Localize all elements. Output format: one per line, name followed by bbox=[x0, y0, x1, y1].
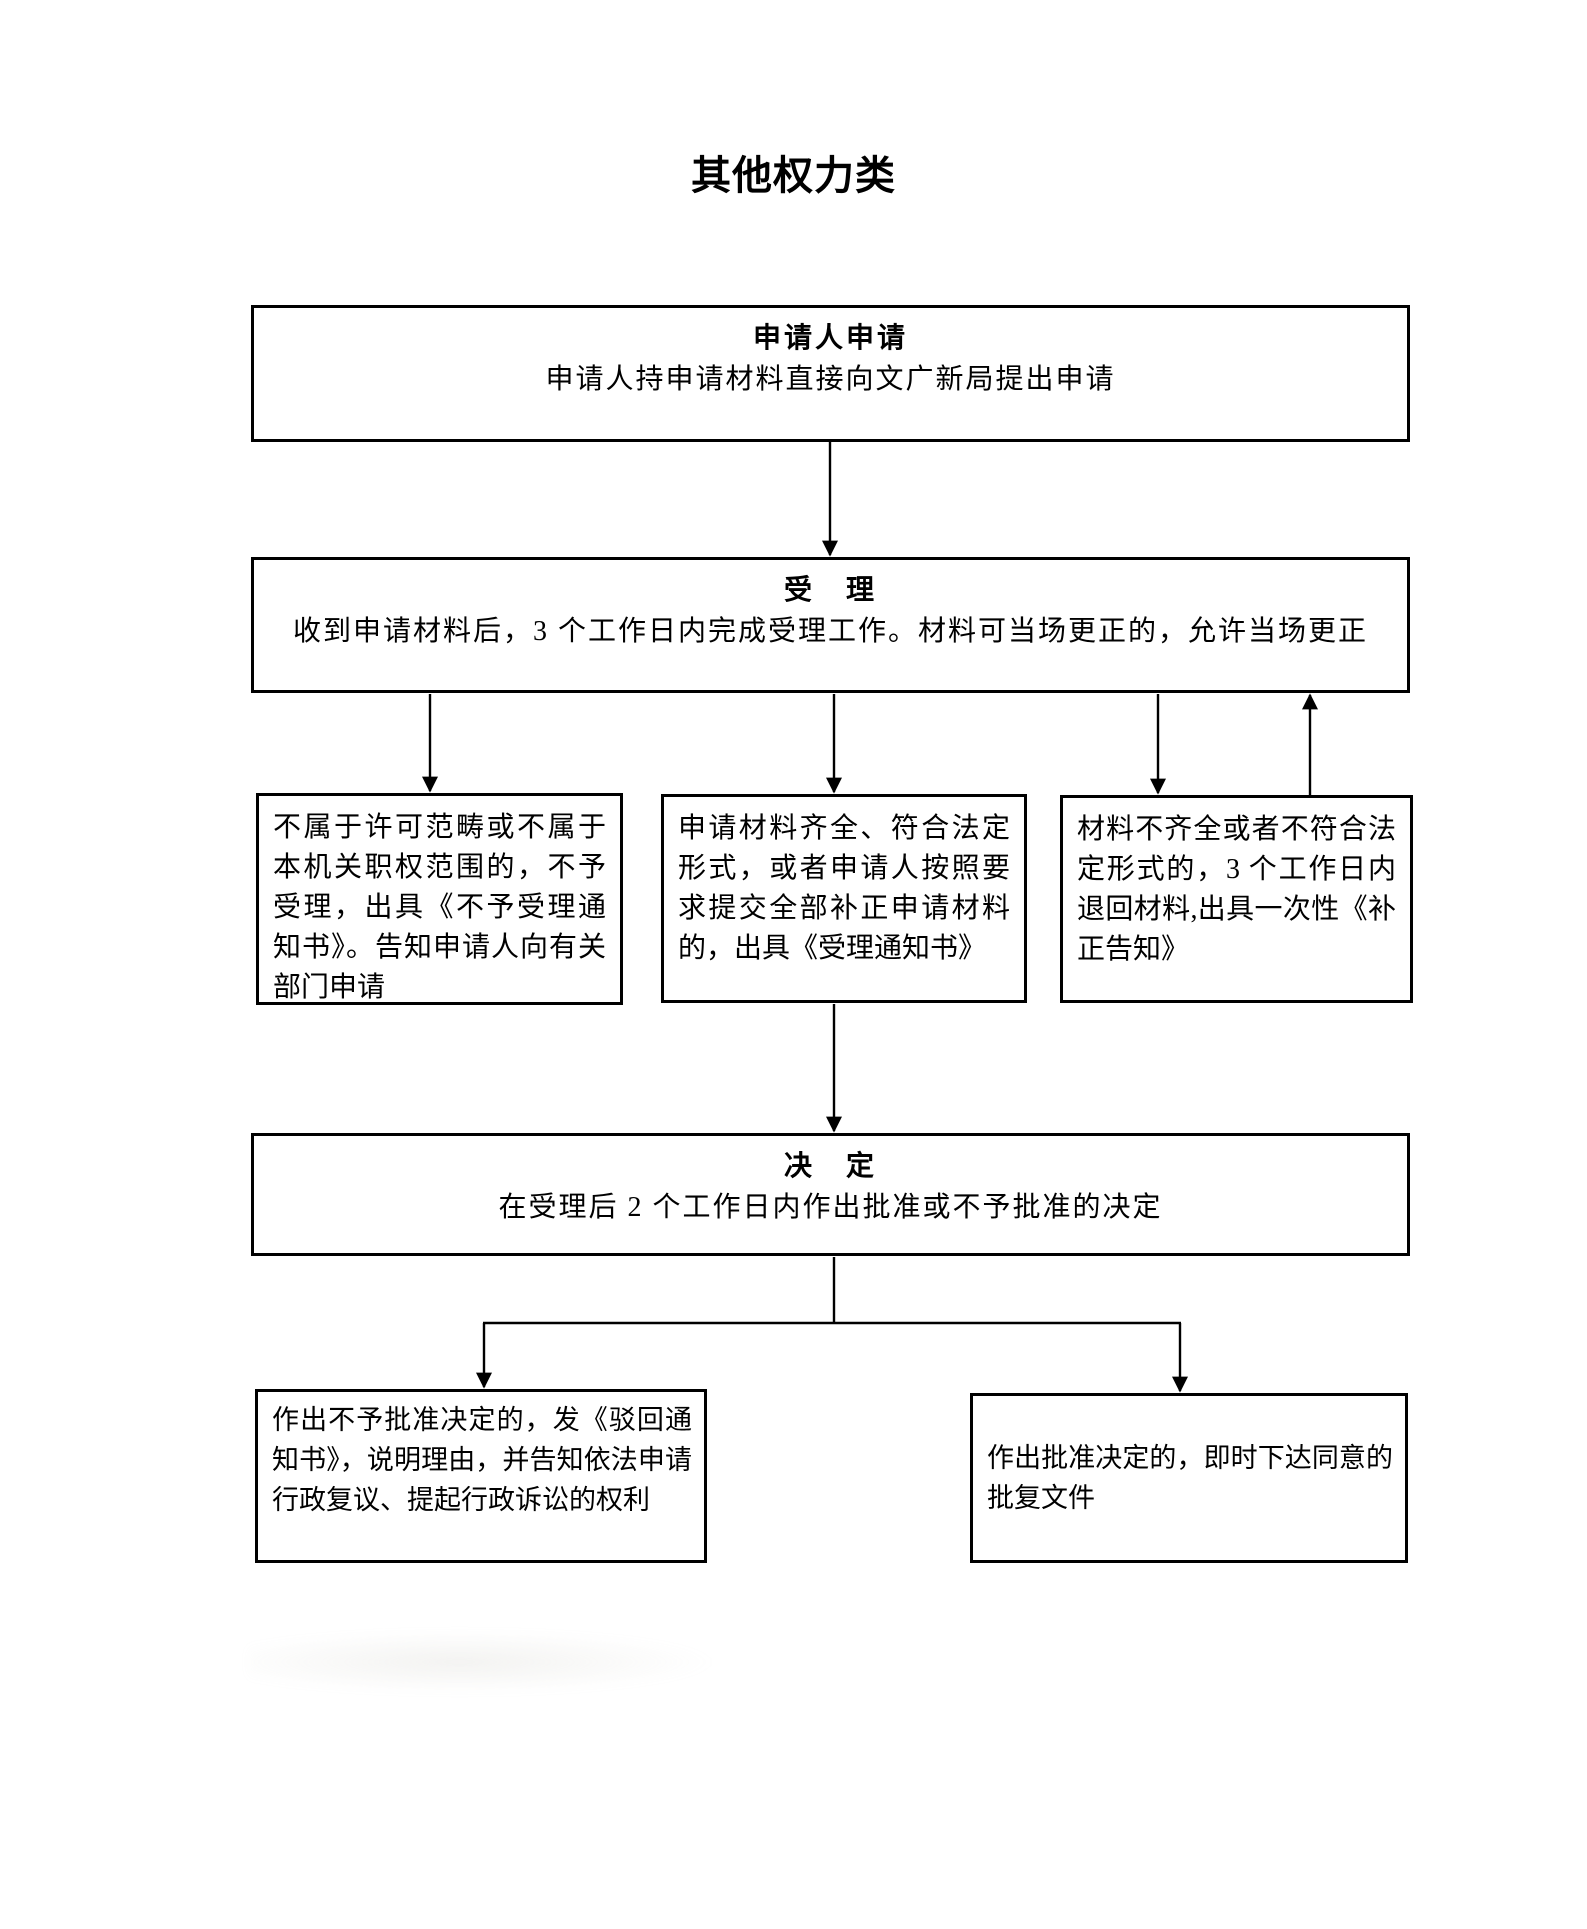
node-deny-body: 作出不予批准决定的，发《驳回通知书》，说明理由，并告知依法申请行政复议、提起行政… bbox=[272, 1405, 692, 1515]
flow-node-incomplete: 材料不齐全或者不符合法定形式的，3 个工作日内退回材料,出具一次性《补正告知》 bbox=[1060, 795, 1413, 1003]
node-incomplete-body: 材料不齐全或者不符合法定形式的，3 个工作日内退回材料,出具一次性《补正告知》 bbox=[1077, 814, 1396, 965]
flow-node-reject-scope: 不属于许可范畴或不属于本机关职权范围的，不予受理，出具《不予受理通知书》。告知申… bbox=[256, 793, 623, 1005]
flow-node-apply: 申请人申请 申请人持申请材料直接向文广新局提出申请 bbox=[251, 305, 1410, 442]
node-apply-title: 申请人申请 bbox=[752, 322, 908, 353]
node-approve-body: 作出批准决定的，即时下达同意的批复文件 bbox=[987, 1443, 1393, 1513]
node-decide-title: 决 定 bbox=[783, 1150, 877, 1181]
node-apply-body: 申请人持申请材料直接向文广新局提出申请 bbox=[545, 364, 1116, 395]
faint-print-artifact bbox=[248, 1630, 718, 1694]
flow-node-deny: 作出不予批准决定的，发《驳回通知书》，说明理由，并告知依法申请行政复议、提起行政… bbox=[255, 1389, 707, 1563]
node-accept-body: 收到申请材料后，3 个工作日内完成受理工作。材料可当场更正的，允许当场更正 bbox=[292, 616, 1368, 647]
flow-node-accept: 受 理 收到申请材料后，3 个工作日内完成受理工作。材料可当场更正的，允许当场更… bbox=[251, 557, 1410, 693]
page-title: 其他权力类 bbox=[691, 154, 896, 198]
node-decide-body: 在受理后 2 个工作日内作出批准或不予批准的决定 bbox=[498, 1192, 1163, 1223]
flow-node-approve: 作出批准决定的，即时下达同意的批复文件 bbox=[970, 1393, 1408, 1563]
node-reject-scope-body: 不属于许可范畴或不属于本机关职权范围的，不予受理，出具《不予受理通知书》。告知申… bbox=[273, 812, 606, 1003]
node-accept-title: 受 理 bbox=[783, 574, 877, 605]
node-complete-body: 申请材料齐全、符合法定形式，或者申请人按照要求提交全部补正申请材料的，出具《受理… bbox=[678, 813, 1010, 964]
flow-node-complete: 申请材料齐全、符合法定形式，或者申请人按照要求提交全部补正申请材料的，出具《受理… bbox=[661, 794, 1027, 1003]
flow-node-decide: 决 定 在受理后 2 个工作日内作出批准或不予批准的决定 bbox=[251, 1133, 1410, 1256]
